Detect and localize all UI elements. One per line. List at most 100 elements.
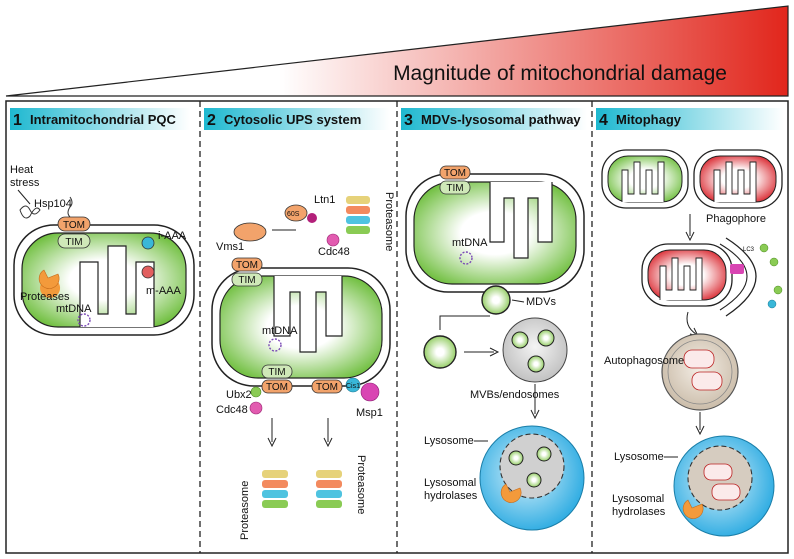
ribosome-60s-label: 60S (287, 211, 300, 218)
mvb-vesicle (511, 331, 529, 349)
cristae (713, 161, 757, 202)
tom-right-complex (311, 379, 343, 394)
panel-title-bar (204, 108, 390, 130)
autophagosome-label: Autophagosome (604, 355, 684, 367)
arrow-to-autophagosome (686, 311, 697, 335)
unfolded-protein (19, 205, 41, 219)
hsp104-label: Hsp104 (34, 198, 72, 210)
tim-bottom-complex (261, 364, 293, 379)
mtdna-label: mtDNA (262, 325, 298, 337)
panel-title-3: 3 MDVs-lysosomal pathway (401, 108, 587, 130)
lysosome-vesicle (536, 446, 552, 462)
proteasome-left-label: Proteasome (239, 481, 251, 540)
panel-4-mitophagy: Phagophore LC3 Autophagosome Lysosome Ly… (601, 149, 783, 537)
tim-top-complex (231, 272, 263, 287)
arrow-head-mvb (489, 347, 500, 357)
lc3-icon (767, 299, 777, 309)
lysosome-mito (703, 463, 733, 481)
ramp-title: Magnitude of mitochondrial damage (393, 62, 727, 85)
mvbs-label: MVBs/endosomes (470, 389, 560, 401)
tim-complex (439, 180, 471, 195)
cristae (273, 276, 343, 353)
panel-title-2: 2 Cytosolic UPS system (204, 108, 390, 130)
tom-complex (439, 165, 471, 180)
hydrolases-label-1: Lysosomal (612, 493, 664, 505)
proteasome-right-icon (316, 470, 342, 508)
lc3-icon (769, 257, 779, 267)
damage-ramp-wedge (5, 5, 789, 97)
i-aaa-protease-icon (141, 236, 155, 250)
ubx2-label: Ubx2 (226, 389, 252, 401)
autophagosome-inner (667, 339, 733, 405)
m-aaa-protease-icon (141, 265, 155, 279)
panel-title-bar (401, 108, 587, 130)
panel-number: 2 (207, 112, 216, 129)
lc3-label: LC3 (743, 247, 755, 253)
mtdna-label: mtDNA (452, 237, 488, 249)
ltn1-icon (307, 213, 317, 223)
cristae (621, 161, 665, 202)
lysosome-mvb-fused (499, 433, 565, 499)
panel-title-bar (596, 108, 784, 130)
tim-top-label: TIM (238, 275, 255, 286)
panel-number: 1 (13, 112, 22, 129)
panel-title-bar (10, 108, 190, 130)
proteasome-top-label: Proteasome (383, 192, 395, 251)
lysosome-mito (711, 483, 741, 501)
proteasome-right-label: Proteasome (355, 455, 367, 514)
ubx2-icon (250, 386, 262, 398)
tim-bottom-label: TIM (268, 367, 285, 378)
msp1-label: Msp1 (356, 407, 383, 419)
mtdna-icon (77, 313, 91, 327)
tom-label: TOM (444, 168, 466, 179)
proteasome-top-icon (346, 196, 370, 234)
arrow-head-right (323, 437, 333, 448)
damage-ramp: Magnitude of mitochondrial damage (5, 5, 789, 97)
tim-complex (57, 233, 91, 249)
panel-2-cytosolic-ups: Vms1 60S Ltn1 Cdc48 Proteasome TOM TIM m… (211, 192, 395, 540)
panel-title-1: 1 Intramitochondrial PQC (10, 108, 190, 130)
tom-top-complex (231, 257, 263, 272)
panel-title-text: Mitophagy (616, 112, 682, 127)
mvb-vesicle (527, 355, 545, 373)
ltn1-label: Ltn1 (314, 194, 335, 206)
mtdna-label: mtDNA (56, 303, 92, 315)
lysosome-label: Lysosome (614, 451, 664, 463)
heat-arrow (17, 189, 31, 205)
tom-label: TOM (63, 220, 85, 231)
lysosome-vesicle (526, 472, 542, 488)
hydrolase-pacman-icon (682, 499, 704, 519)
panel-number: 4 (599, 112, 608, 129)
msp1-icon (360, 382, 380, 402)
panel-3-mdv-lysosomal: TOM TIM mtDNA MDVs MVBs/endosomes Lysoso… (405, 165, 585, 531)
tom-right-label: TOM (316, 382, 338, 393)
hydrolases-label-2: hydrolases (424, 490, 478, 502)
receptor-icon (730, 264, 744, 274)
hsp104-chain (67, 196, 73, 218)
cis1-label: Cis1 (346, 383, 360, 390)
panel-number: 3 (404, 112, 413, 129)
proteasome-left-icon (262, 470, 288, 508)
autophagosome-mito (691, 371, 723, 391)
tim-label: TIM (446, 183, 463, 194)
cdc48-bottom-icon (249, 401, 263, 415)
ribosome-60s-icon (284, 204, 308, 222)
panel-title-4: 4 Mitophagy (596, 108, 784, 130)
heat-label: Heat (10, 164, 33, 176)
hydrolases-label-1: Lysosomal (424, 477, 476, 489)
mtdna-icon (268, 338, 282, 352)
m-aaa-label: m-AAA (146, 285, 182, 297)
panel-frame (5, 100, 789, 554)
cristae (659, 257, 703, 300)
phagophore-label: Phagophore (706, 213, 766, 225)
tom-complex (57, 216, 91, 232)
arrow-head-lysosome (695, 425, 705, 436)
mtdna-icon (459, 251, 473, 265)
arrow-head-lysosome (530, 409, 540, 420)
panel-title-text: MDVs-lysosomal pathway (421, 112, 581, 127)
lysosome-vesicle (508, 450, 524, 466)
arrow-to-mdv (439, 315, 490, 330)
autophagosome-mito (683, 349, 715, 369)
vms1-ribosome-icon (233, 222, 267, 242)
